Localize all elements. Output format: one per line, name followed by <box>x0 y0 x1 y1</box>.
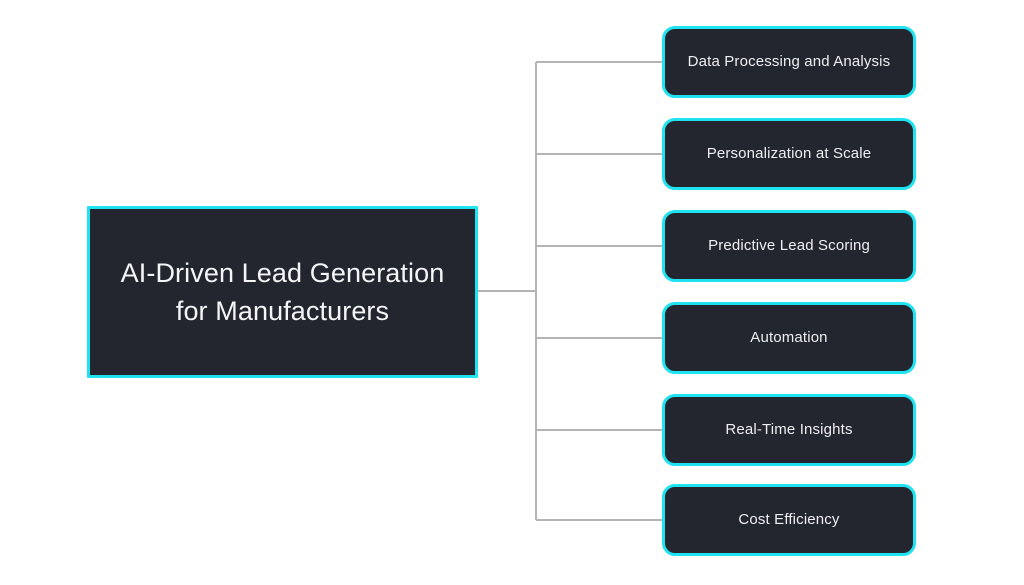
root-node-label-line1: AI-Driven Lead Generation <box>120 257 445 288</box>
branch-node-automation[interactable]: Automation <box>662 302 916 374</box>
branch-node-personalization-at-scale[interactable]: Personalization at Scale <box>662 118 916 190</box>
branch-node-cost-efficiency[interactable]: Cost Efficiency <box>662 484 916 556</box>
branch-node-label: Data Processing and Analysis <box>687 53 891 71</box>
root-node[interactable]: AI-Driven Lead Generation for Manufactur… <box>87 206 478 378</box>
branch-node-label: Personalization at Scale <box>706 145 872 163</box>
branch-node-predictive-lead-scoring[interactable]: Predictive Lead Scoring <box>662 210 916 282</box>
branch-node-label: Real-Time Insights <box>725 421 853 439</box>
branch-node-real-time-insights[interactable]: Real-Time Insights <box>662 394 916 466</box>
branch-node-label: Cost Efficiency <box>738 511 840 529</box>
root-node-label: AI-Driven Lead Generation for Manufactur… <box>103 254 463 331</box>
branch-node-data-processing-and-analysis[interactable]: Data Processing and Analysis <box>662 26 916 98</box>
branch-node-label: Automation <box>750 329 828 347</box>
root-node-label-line2: for Manufacturers <box>175 296 390 326</box>
branch-node-label: Predictive Lead Scoring <box>708 237 870 255</box>
